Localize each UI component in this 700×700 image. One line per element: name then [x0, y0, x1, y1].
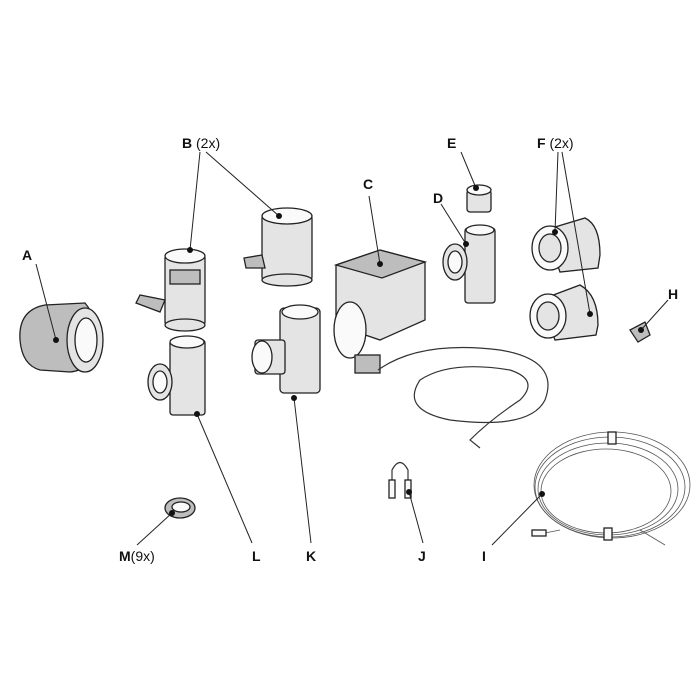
part-d-tee [442, 224, 496, 304]
part-k-valve [251, 304, 321, 394]
part-b-valve-1 [135, 248, 206, 332]
part-f-elbow-2 [529, 284, 599, 341]
label-i: I [482, 548, 486, 564]
leader-lines [35, 151, 669, 546]
part-c-actuator [333, 249, 549, 449]
label-k: K [306, 548, 316, 564]
part-l-tee [147, 335, 206, 416]
label-m: M(9x) [119, 548, 155, 564]
part-j-clip [388, 461, 412, 499]
part-a-elbow [19, 302, 104, 373]
part-b-valve-2 [243, 207, 313, 287]
part-f-elbow-1 [531, 217, 601, 273]
part-i-sensor-cable [531, 431, 691, 546]
label-d: D [433, 190, 443, 206]
label-c: C [363, 176, 373, 192]
label-l: L [252, 548, 261, 564]
label-h: H [668, 286, 678, 302]
label-j: J [418, 548, 426, 564]
label-b: B (2x) [182, 135, 220, 151]
label-f: F (2x) [537, 135, 574, 151]
part-e-plug [466, 184, 492, 213]
label-a: A [22, 247, 32, 263]
label-e: E [447, 135, 456, 151]
